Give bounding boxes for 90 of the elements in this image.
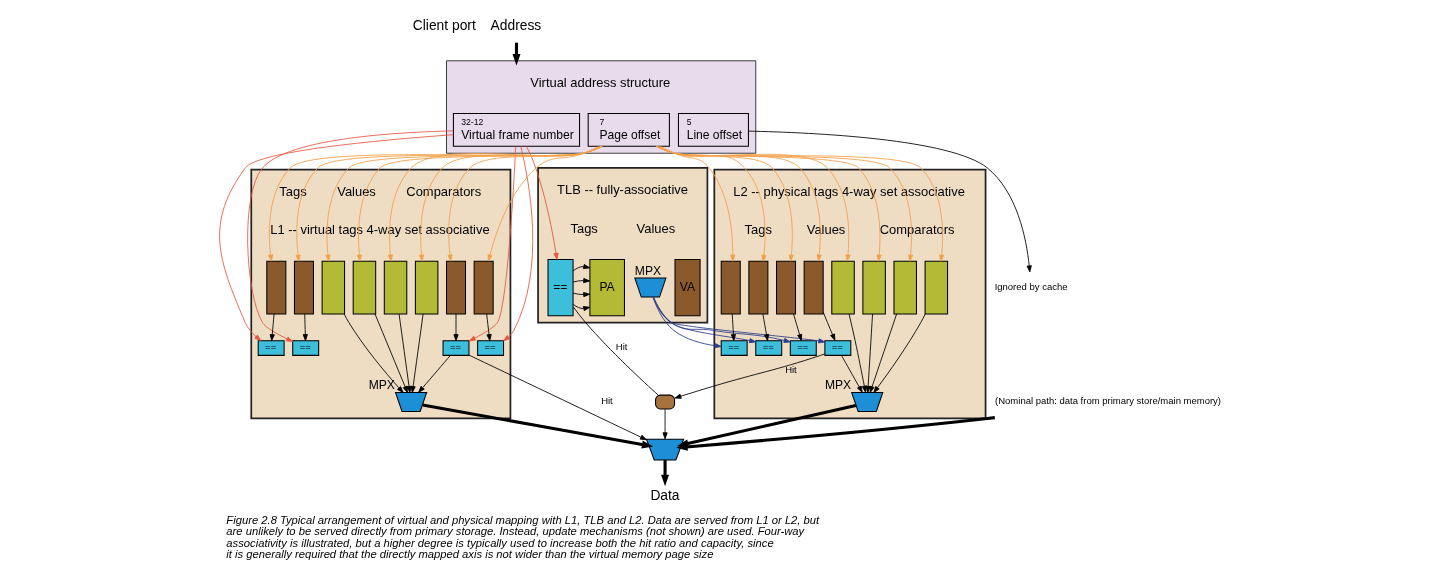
node-bar (748, 260, 769, 315)
node-semicircle (655, 394, 676, 410)
arrow (487, 145, 600, 262)
arrow (525, 146, 559, 260)
node-box: == (755, 340, 783, 356)
arrow (869, 313, 898, 393)
node-bar (893, 260, 917, 315)
node-bar (383, 260, 408, 315)
node-bar (720, 260, 741, 315)
node-bar (293, 260, 314, 315)
node-text: (Nominal path: data from primary store/main memory) (995, 395, 1222, 407)
node-bar (414, 260, 439, 315)
node-trapezoid (394, 392, 428, 413)
arrow (661, 460, 670, 487)
node-box: VA (674, 258, 701, 317)
arrow (841, 355, 863, 393)
arrow (656, 146, 822, 262)
arrow (572, 278, 591, 284)
arrow (653, 296, 757, 344)
arrow (659, 145, 736, 262)
node-box: == (789, 340, 817, 356)
arrow (652, 296, 722, 349)
node-trapezoid (634, 277, 667, 298)
arrow (398, 313, 412, 393)
node-label: MPX (824, 378, 852, 393)
arrow (674, 353, 826, 399)
node-bar (266, 260, 287, 315)
node-box: == (547, 258, 574, 317)
arrow (374, 313, 408, 393)
arrow (572, 303, 591, 312)
arrow (762, 313, 770, 342)
node-bar (446, 260, 467, 315)
node-bar (352, 260, 377, 315)
arrow (269, 313, 275, 342)
edge-label: Hit (785, 364, 797, 376)
arrow (343, 313, 404, 393)
node-label: MPX (634, 263, 662, 278)
arrow (503, 146, 534, 342)
arrow (486, 313, 492, 342)
arrow (657, 145, 767, 262)
node-text: Data (650, 487, 680, 504)
arrow (873, 313, 926, 393)
arrow (410, 313, 424, 393)
node-bar (321, 260, 346, 315)
node-box: == (442, 340, 470, 356)
node-box: 32-12 Virtual frame number (452, 113, 581, 147)
caption: Figure 2.8 Typical arrangement of virtual and physical mapping with L1, TLB and L2. Data are served from L1 or L2, but are unlikely to be served directly from primary storage. Instead, update mechanisms (not shown) are used. Four-way associativity is illustrated, but a higher degree is typically used to increase both the hit ratio and capacity, since it is generally required that the directly mapped axis is not wider than the virtual memory page size (226, 514, 820, 560)
arrow (418, 355, 451, 393)
arrow (652, 296, 826, 344)
arrow (447, 146, 602, 262)
arrow (453, 313, 459, 342)
arrow (848, 313, 867, 393)
arrow (302, 313, 308, 342)
node-text: Ignored by cache (994, 280, 1068, 292)
node-bar (831, 260, 855, 315)
arrow (793, 313, 803, 342)
edge-label: Hit (601, 395, 613, 407)
node-box: 7 Page offset (587, 113, 670, 147)
arrow (865, 313, 873, 393)
arrow (572, 264, 591, 272)
arrow (822, 311, 836, 341)
node-text: Address (490, 17, 542, 34)
node-bar (473, 260, 494, 315)
node-box: == (824, 340, 852, 356)
connector (572, 306, 659, 396)
arrow (422, 403, 654, 449)
node-box: == (477, 340, 505, 356)
node-trapezoid (850, 392, 884, 413)
arrow (652, 296, 791, 343)
node-box: == (257, 340, 285, 356)
arrow (748, 130, 1032, 273)
node-trapezoid (645, 438, 685, 461)
arrow (468, 146, 517, 342)
node-box: == (292, 340, 320, 356)
node-bar (862, 260, 886, 315)
node-box: 5 Line offset (677, 113, 749, 147)
edge-label: Hit (615, 341, 628, 353)
node-label: MPX (368, 378, 395, 393)
arrow (730, 313, 736, 342)
arrow (419, 145, 603, 262)
node-box: == (720, 340, 748, 356)
node-bar (803, 260, 824, 315)
node-bar (776, 260, 797, 315)
arrow (656, 146, 794, 262)
arrow (468, 354, 647, 441)
node-box: PA (589, 258, 625, 317)
label: Client port (412, 17, 476, 34)
arrow (662, 408, 668, 440)
node-bar (924, 260, 949, 315)
arrow (572, 292, 591, 298)
